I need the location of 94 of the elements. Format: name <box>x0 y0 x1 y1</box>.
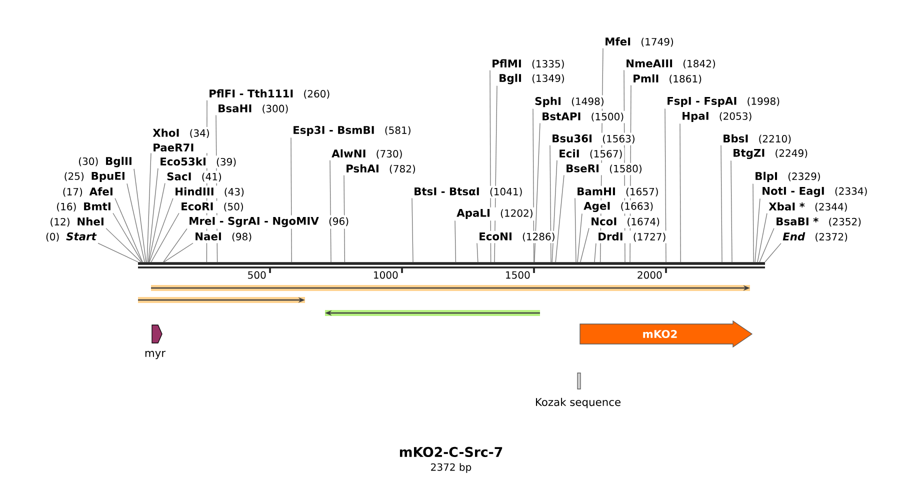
enzyme-site-label: PshAI (782) <box>346 164 416 174</box>
leader-line <box>216 114 218 262</box>
leader-line <box>577 213 582 262</box>
enzyme-site-label: (17) AfeI <box>63 187 112 197</box>
enzyme-site-label: MfeI (1749) <box>606 37 674 47</box>
enzyme-site-label: Bsu36I (1563) <box>552 134 634 144</box>
leader-line <box>148 168 158 262</box>
leader-line <box>150 212 180 262</box>
leader-line <box>757 212 768 262</box>
leader-line <box>759 228 774 262</box>
leader-line <box>550 144 552 262</box>
sequence-backbone <box>138 262 765 268</box>
enzyme-site-label: PflFI - Tth111I (260) <box>210 89 330 99</box>
enzyme-site-label: Esp3I - BsmBI (581) <box>294 126 410 136</box>
leader-line <box>752 183 754 262</box>
leader-line <box>555 174 564 262</box>
leader-line <box>600 48 604 262</box>
enzyme-site-label: NaeI (98) <box>196 232 252 242</box>
enzyme-site-label: FspI - FspAI (1998) <box>668 97 780 107</box>
node-label: myr <box>145 350 166 360</box>
leader-line <box>580 228 590 262</box>
enzyme-site-label: ApaLI (1202) <box>456 209 532 219</box>
enzyme-site-label: BamHI (1657) <box>578 187 658 197</box>
leader-line <box>126 183 145 262</box>
enzyme-site-label: Eco53kI (39) <box>160 157 236 167</box>
enzyme-site-label: PflMI (1335) <box>492 59 564 69</box>
leader-line <box>730 160 732 262</box>
leader-line <box>206 100 208 262</box>
enzyme-site-label: DrdI (1727) <box>598 232 666 242</box>
leader-line <box>114 198 143 262</box>
enzyme-site-label: BbsI (2210) <box>724 134 791 144</box>
enzyme-site-label: EciI (1567) <box>560 149 622 159</box>
enzyme-site-label: BsaHI (300) <box>218 104 288 114</box>
leader-line <box>149 198 174 262</box>
leader-line <box>146 152 152 262</box>
enzyme-site-label: MreI - SgrAI - NgoMIV (96) <box>190 216 348 228</box>
enzyme-site-label: (25) BpuEI <box>64 172 124 182</box>
leader-line <box>134 168 146 262</box>
enzyme-site-label: PmlI (1861) <box>634 74 702 84</box>
leader-line <box>664 108 666 262</box>
leader-line <box>630 84 632 262</box>
leader-line <box>624 70 626 262</box>
enzyme-site-label: NotI - EagI (2334) <box>762 186 867 198</box>
enzyme-site-label: NmeAIII (1842) <box>626 59 715 69</box>
leader-line <box>574 198 576 262</box>
map-title: mKO2-C-Src-7 <box>400 446 502 458</box>
leader-line <box>290 137 292 262</box>
enzyme-site-label: BstAPI (1500) <box>542 112 624 122</box>
leader-line <box>106 228 142 262</box>
leader-line <box>764 242 782 262</box>
leader-line <box>680 123 681 262</box>
enzyme-site-label: BglI (1349) <box>500 74 564 84</box>
leader-line <box>112 212 142 262</box>
tick-label: 1500 <box>506 271 530 279</box>
leader-line <box>164 242 194 262</box>
leader-line <box>532 108 534 262</box>
enzyme-site-label: EcoNI (1286) <box>480 232 554 242</box>
leader-line <box>490 70 492 262</box>
enzyme-site-label: XbaI * (2344) <box>768 202 847 212</box>
enzyme-site-label: (12) NheI <box>50 217 104 227</box>
enzyme-site-label: (30) BglII <box>78 156 132 168</box>
leader-line <box>344 174 346 262</box>
leader-line <box>720 144 722 262</box>
leader-line <box>412 198 414 262</box>
enzyme-site-label: AlwNI (730) <box>332 149 402 159</box>
enzyme-site-label: BseRI (1580) <box>566 164 642 174</box>
enzyme-site-label: BsaBI * (2352) <box>776 217 861 227</box>
enzyme-site-label: NcoI (1674) <box>592 217 660 227</box>
leader-line <box>454 220 456 262</box>
tick-label: 2000 <box>638 271 662 279</box>
enzyme-site-label: SphI (1498) <box>535 96 604 108</box>
enzyme-site-label: AgeI (1663) <box>584 202 653 212</box>
enzyme-site-label: BtsI - BtsαI (1041) <box>414 187 522 197</box>
enzyme-site-label: SacI (41) <box>167 172 222 182</box>
leader-line <box>494 85 498 262</box>
leader-line <box>754 198 760 262</box>
enzyme-site-label: XhoI (34) PaeR7I <box>152 128 209 152</box>
leader-line <box>163 228 188 262</box>
sequence-length: 2372 bp <box>431 463 472 473</box>
leader-line <box>534 122 540 262</box>
enzyme-site-label: End (2372) <box>782 232 848 242</box>
enzyme-site-label: (16) BmtI <box>57 202 110 212</box>
enzyme-site-label: (0) Start <box>46 232 97 242</box>
enzyme-site-label: HpaI (2053) <box>682 112 752 122</box>
leader-line <box>148 182 166 262</box>
leader-line <box>594 242 596 262</box>
leader-line <box>552 160 558 262</box>
leader-line <box>98 242 138 262</box>
enzyme-site-label: BlpI (2329) <box>756 172 820 182</box>
enzyme-site-label: HindIII (43) <box>176 187 244 197</box>
leader-line <box>476 242 478 262</box>
leader-line <box>330 160 332 262</box>
enzyme-site-label: EcoRI (50) <box>182 202 243 212</box>
enzyme-site-label: BtgZI (2249) <box>734 148 808 160</box>
